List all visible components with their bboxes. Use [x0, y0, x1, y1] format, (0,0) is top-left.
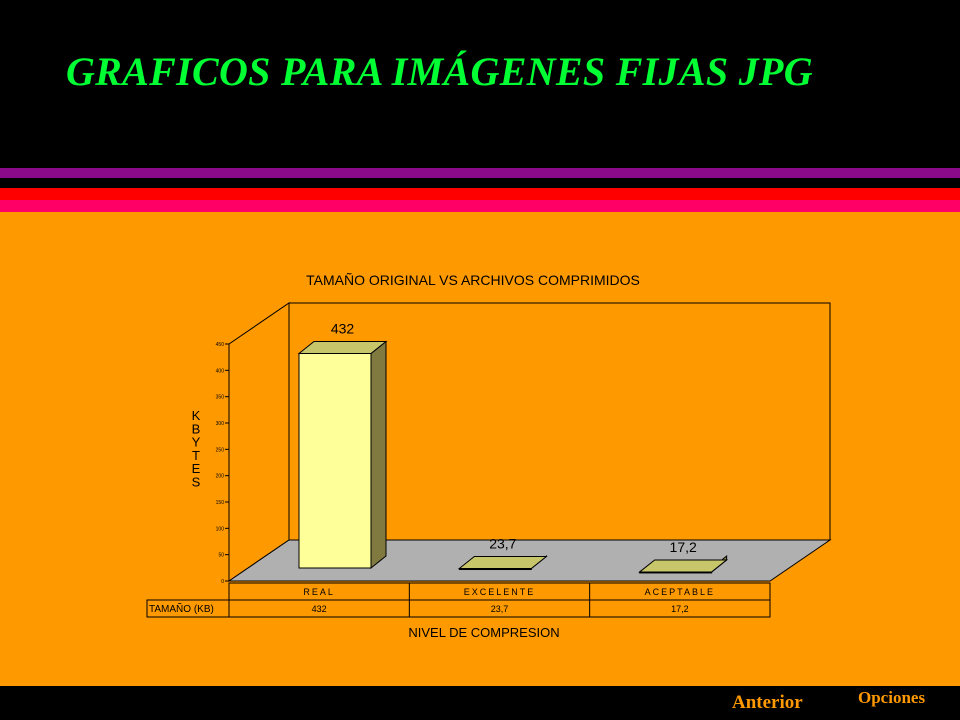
bar-front-real: [298, 352, 372, 569]
bar-top-excelente: [457, 556, 548, 570]
footer-bar: [0, 686, 960, 720]
chart-title: TAMAÑO ORIGINAL VS ARCHIVOS COMPRIMIDOS: [306, 272, 640, 288]
table-category-real: REAL: [303, 587, 335, 597]
chart-side-wall: [228, 302, 290, 582]
y-tick-label: 50: [218, 553, 224, 559]
x-axis-label: NIVEL DE COMPRESION: [408, 625, 559, 640]
table-value-real: 432: [312, 604, 327, 614]
y-tick-label: 200: [216, 474, 225, 480]
data-label-excelente: 23,7: [489, 536, 516, 552]
y-axis-label-letter: Y: [192, 435, 201, 450]
decorative-stripe-purple: [0, 168, 960, 178]
bar-chart: TAMAÑO ORIGINAL VS ARCHIVOS COMPRIMIDOS …: [146, 272, 832, 640]
bar-top-real: [297, 340, 388, 354]
table-value-aceptable: 17,2: [671, 604, 689, 614]
table-category-excelente: EXCELENTE: [464, 587, 536, 597]
data-label-real: 432: [331, 320, 355, 336]
y-axis-label-letter: T: [192, 448, 200, 463]
chart-panel: TAMAÑO ORIGINAL VS ARCHIVOS COMPRIMIDOS …: [0, 212, 960, 686]
decorative-stripe-pink: [0, 200, 960, 212]
y-axis-label-letter: K: [192, 408, 201, 423]
decorative-stripe-red: [0, 188, 960, 200]
table-value-excelente: 23,7: [491, 604, 509, 614]
table-category-aceptable: ACEPTABLE: [645, 587, 715, 597]
y-tick-label: 300: [216, 421, 225, 427]
y-axis-label-letter: S: [192, 475, 201, 490]
bar-side-real: [370, 340, 387, 570]
y-tick-label: 100: [216, 526, 225, 532]
nav-opciones-link[interactable]: Opciones: [858, 688, 926, 707]
nav-anterior-link[interactable]: Anterior: [732, 692, 803, 713]
y-axis-label-letter: B: [192, 421, 201, 436]
y-tick-label: 350: [216, 395, 225, 401]
data-label-aceptable: 17,2: [670, 539, 697, 555]
slide-title: GRAFICOS PARA IMÁGENES FIJAS JPG: [66, 49, 813, 94]
bar-top-aceptable: [638, 559, 729, 573]
y-tick-label: 250: [216, 447, 225, 453]
y-tick-label: 150: [216, 500, 225, 506]
table-series-name: TAMAÑO (KB): [149, 602, 214, 615]
y-axis-label-letter: E: [192, 461, 201, 476]
y-tick-label: 0: [221, 579, 224, 585]
table-data-row: [146, 599, 771, 618]
y-tick-label: 400: [216, 368, 225, 374]
decorative-stripe-black: [0, 178, 960, 188]
y-tick-label: 450: [216, 342, 225, 348]
